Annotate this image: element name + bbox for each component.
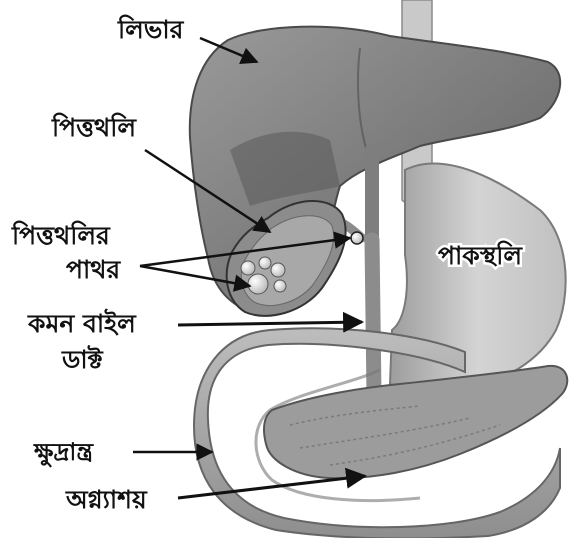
pancreas-label: অগ্ন্যাশয় — [65, 485, 148, 514]
pancreas — [264, 366, 567, 478]
liver-label: লিভার — [117, 14, 185, 44]
small-intestine-label: ক্ষুদ্রান্ত্র — [33, 438, 94, 467]
common-bile-duct-label-line1: কমন বাইল — [27, 308, 137, 338]
gallstones-label-line1: পিত্তথলির — [11, 220, 111, 250]
common-bile-duct-label-line2: ডাক্ট — [61, 345, 104, 374]
duct-stone — [351, 232, 363, 244]
stomach-label: পাকস্থলি — [438, 240, 523, 270]
gallbladder-label: পিত্তথলি — [51, 112, 137, 142]
common-bile-duct-arrow — [178, 322, 362, 325]
gallstones-label-line2: পাথর — [66, 255, 121, 284]
